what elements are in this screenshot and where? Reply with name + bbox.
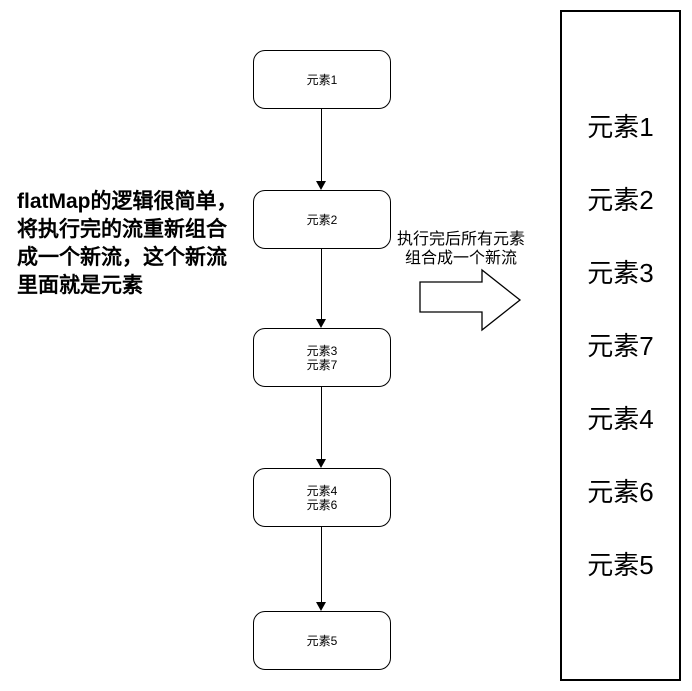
merge-label: 执行完后所有元素 组合成一个新流: [388, 230, 534, 268]
flow-connector-1: [316, 109, 327, 190]
flow-connector-2: [316, 249, 327, 328]
result-item: 元素7: [587, 330, 654, 361]
connector-line: [321, 109, 322, 182]
arrow-down-icon: [316, 459, 326, 468]
flow-box-element-5: 元素5: [253, 611, 391, 670]
note-line-1: flatMap的逻辑很简单，: [17, 190, 238, 213]
result-item: 元素5: [587, 549, 654, 580]
flow-box-label: 元素1: [306, 72, 338, 87]
flow-connector-3: [316, 387, 327, 468]
note-line-3: 成一个新流，这个新流: [17, 246, 227, 269]
note-line-4: 里面就是元素: [17, 274, 143, 297]
result-item: 元素4: [587, 403, 654, 434]
flow-box-label: 元素4: [306, 483, 338, 498]
connector-line: [321, 527, 322, 603]
result-item: 元素2: [587, 184, 654, 215]
result-item: 元素3: [587, 257, 654, 288]
block-arrow-right-icon: [419, 268, 522, 332]
result-item: 元素1: [587, 111, 654, 142]
merge-label-line-1: 执行完后所有元素: [396, 231, 525, 248]
arrow-down-icon: [316, 319, 326, 328]
flow-box-element-2: 元素2: [253, 190, 391, 249]
connector-line: [321, 387, 322, 460]
flow-box-element-3-7: 元素3 元素7: [253, 328, 391, 387]
arrow-down-icon: [316, 602, 326, 611]
arrow-down-icon: [316, 181, 326, 190]
flow-box-label: 元素5: [306, 633, 338, 648]
flow-box-element-4-6: 元素4 元素6: [253, 468, 391, 527]
connector-line: [321, 249, 322, 320]
note-line-2: 将执行完的流重新组合: [17, 218, 227, 241]
result-item: 元素6: [587, 476, 654, 507]
merge-label-line-2: 组合成一个新流: [404, 250, 517, 267]
result-stream-panel: 元素1 元素2 元素3 元素7 元素4 元素6 元素5: [560, 10, 681, 681]
flow-box-label: 元素7: [306, 357, 338, 372]
description-note: flatMap的逻辑很简单， 将执行完的流重新组合 成一个新流，这个新流 里面就…: [17, 188, 257, 300]
flow-box-element-1: 元素1: [253, 50, 391, 109]
flow-box-label: 元素3: [306, 343, 338, 358]
flow-box-label: 元素2: [306, 212, 338, 227]
flow-connector-4: [316, 527, 327, 611]
flow-box-label: 元素6: [306, 497, 338, 512]
